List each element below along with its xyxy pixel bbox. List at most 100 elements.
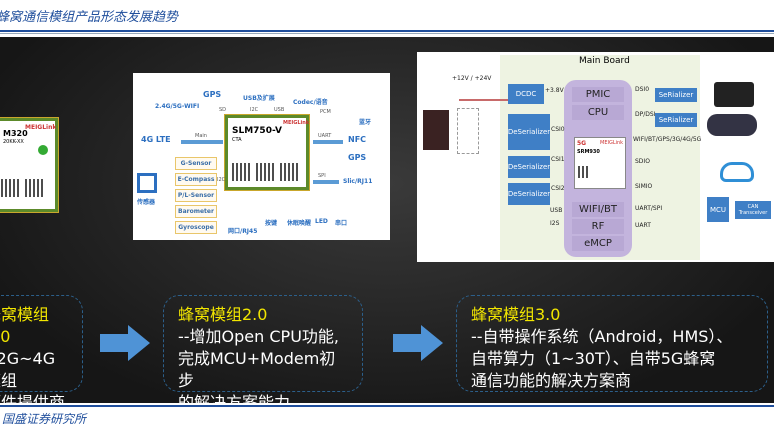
csi-label: CSI2 [551, 185, 565, 192]
usb-bus-label: USB [274, 107, 285, 113]
source-note: 国盛证券研究所 [2, 412, 87, 426]
usb-label: USB及扩展 [243, 95, 275, 102]
srm930-module: 5G MEIGLink SRM930 [574, 137, 626, 189]
emcp-block: eMCP [572, 236, 624, 251]
car-camera-image [423, 110, 449, 150]
sensor-caption: 传感器 [137, 199, 156, 206]
mainboard-block-diagram: Main Board +12V / +24V DCDC +3.8V PMIC C… [417, 52, 774, 262]
sensor-item: Gyroscope [175, 221, 217, 234]
qr-code-icon [280, 163, 298, 181]
can-transceiver-block: CAN Transceiver [735, 201, 771, 219]
deserializer-block: DeSerializer [508, 183, 550, 205]
stage-3-box: 蜂窝模组3.0 --自带操作系统（Android，HMS）、 自带算力（1~30… [456, 295, 768, 392]
gps-label: GPS [203, 90, 222, 99]
qr-code-icon [578, 166, 590, 178]
power-line [459, 99, 509, 101]
brand-logo: MEIGLink [283, 120, 310, 126]
camera-group [457, 108, 479, 154]
brand-logo: MEIGLink [600, 140, 624, 146]
led-label: LED [315, 218, 328, 225]
m320-module-image: M320 20KK-XX MEIGLink [0, 118, 58, 212]
serializer-block: SeRializer [655, 113, 697, 127]
io-label: SIMIO [635, 183, 653, 190]
sleep-label: 休眠唤醒 [287, 220, 312, 227]
serializer-block: SeRializer [655, 88, 697, 102]
voltage-label: +3.8V [545, 87, 564, 94]
io-label: DSI0 [635, 86, 650, 93]
csi-label: CSI1 [551, 156, 565, 163]
serial-label: 串口 [335, 220, 348, 227]
page-title: 蜂窝通信模组产品形态发展趋势 [0, 10, 179, 25]
sensor-list: G-Sensor E-Compass P/L-Sensor Barometer … [175, 157, 217, 234]
io-label: WIFI/BT/GPS/3G/4G/5G [633, 136, 702, 143]
spi-bus-label: SPI [318, 173, 326, 179]
slm750-module: MEIGLink SLM750-V CTA [225, 115, 309, 190]
main-bus-label: Main [195, 133, 207, 139]
gps-label-right: GPS [348, 153, 367, 162]
qr-code-icon [25, 179, 43, 197]
module-sub: CTA [232, 137, 242, 143]
slic-label: Slic/RJ11 [343, 178, 373, 185]
dcdc-block: DCDC [508, 84, 544, 104]
pcm-bus-label: PCM [320, 109, 331, 115]
car-display-image [714, 82, 754, 107]
qr-code-icon [232, 163, 250, 181]
stage-2-box: 蜂窝模组2.0 --增加Open CPU功能, 完成MCU+Modem初步 的解… [163, 295, 363, 412]
qr-code-icon [256, 163, 274, 181]
spi-arrow [313, 180, 339, 184]
main-board-title: Main Board [579, 56, 630, 66]
qr-code-icon [1, 179, 19, 197]
stage-line: 的解决方案能力 [178, 393, 291, 412]
deserializer-block: DeSerializer [508, 156, 550, 178]
cpu-block: CPU [572, 105, 624, 120]
mcu-block: MCU [707, 197, 729, 222]
deserializer-block: DeSerializer [508, 114, 550, 150]
module-model: SRM930 [577, 149, 600, 155]
stage-line: --增加Open CPU功能, [178, 327, 339, 346]
main-arrow [181, 140, 223, 144]
slm750-block-diagram: MEIGLink SLM750-V CTA 2.4G/5G-WIFI GPS U… [133, 73, 390, 240]
sensor-i2c-bus-label: I2C [217, 177, 226, 183]
sd-bus-label: SD [219, 107, 227, 113]
stage-title: 蜂窝模组3.0 [471, 305, 561, 324]
io-label: UART [635, 222, 651, 229]
arrow-right-icon [100, 325, 150, 361]
sensor-item: G-Sensor [175, 157, 217, 170]
module-sub: 20KK-XX [3, 139, 24, 145]
sensor-item: P/L-Sensor [175, 189, 217, 202]
pmic-block: PMIC [572, 87, 624, 102]
lte-label: 4G LTE [141, 135, 171, 144]
i2s-label: I2S [550, 220, 560, 227]
i2c-bus-label: I2C [250, 107, 259, 113]
io-label: DP/DSI [635, 111, 656, 118]
module-model: M320 [3, 129, 28, 138]
io-label: SDIO [635, 158, 650, 165]
uart-arrow [313, 140, 343, 144]
key-label: 按键 [265, 220, 278, 227]
stage-1-box: 蜂窝模组1.0 --2G~4G模组 硬件提供商 [0, 295, 83, 412]
io-label: UART/SPI [635, 205, 663, 212]
footer-divider [0, 405, 774, 407]
cert-icon [38, 145, 48, 155]
5g-badge: 5G [577, 140, 587, 147]
rf-block: RF [572, 219, 624, 234]
wifi-label: 2.4G/5G-WIFI [155, 103, 200, 110]
stage-line: 完成MCU+Modem初步 [178, 349, 336, 390]
sensor-item: Barometer [175, 205, 217, 218]
stage-line: 自带算力（1~30T）、自带5G蜂窝 [471, 349, 716, 368]
csi-label: CSI0 [551, 126, 565, 133]
header-divider-thin [0, 33, 774, 34]
arrow-right-icon [393, 325, 443, 361]
bluetooth-label: 蓝牙 [359, 119, 372, 126]
module-model: SLM750-V [232, 126, 283, 136]
wifi-bt-block: WIFI/BT [572, 202, 624, 217]
cloud-icon [720, 162, 754, 182]
stage-title: 蜂窝模组2.0 [178, 305, 268, 324]
rj45-label: 网口/RJ45 [228, 228, 258, 235]
dashboard-image [707, 114, 757, 136]
chip-icon [137, 173, 157, 193]
stage-line: --自带操作系统（Android，HMS）、 [471, 327, 733, 346]
codec-label: Codec/语音 [293, 99, 328, 106]
stage-line: --2G~4G模组 [0, 349, 56, 390]
sensor-item: E-Compass [175, 173, 217, 186]
